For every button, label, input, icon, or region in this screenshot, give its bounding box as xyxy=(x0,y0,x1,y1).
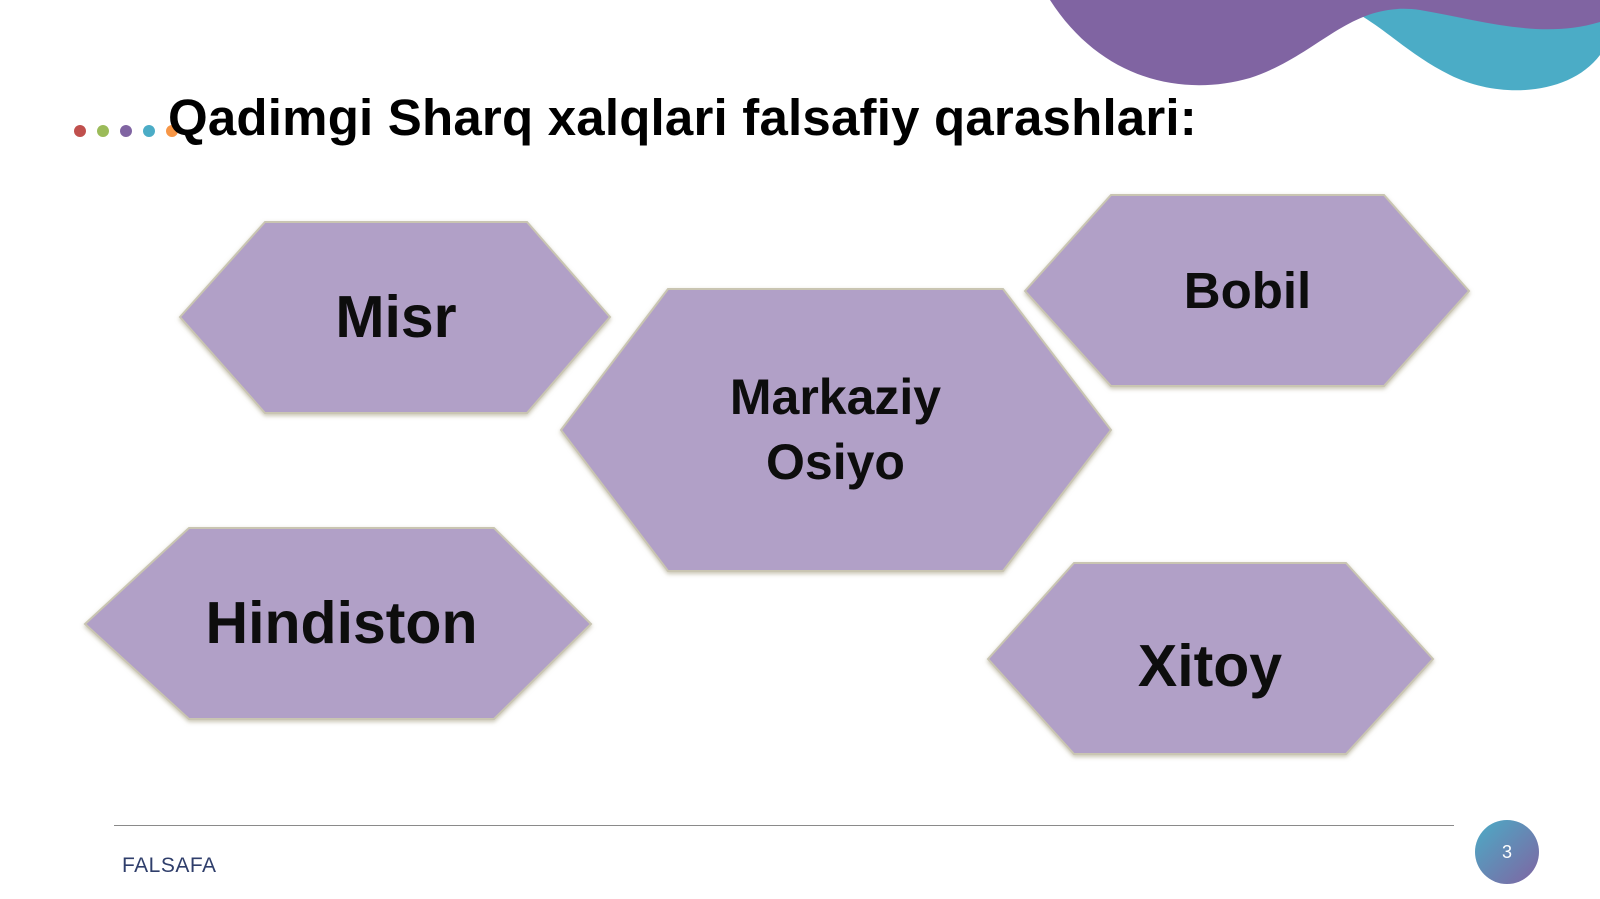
dot-teal xyxy=(143,125,155,137)
slide-title: Qadimgi Sharq xalqlari falsafiy qarashla… xyxy=(168,89,1197,146)
title-dots-decoration xyxy=(74,125,178,137)
hex-shape-hindiston xyxy=(83,527,593,720)
footer-divider xyxy=(114,825,1454,826)
hex-label-markaziy-osiyo: Markaziy Osiyo xyxy=(729,369,942,490)
dot-red xyxy=(74,125,86,137)
hex-shape-bobil xyxy=(1023,194,1471,387)
hex-shape-markaziy-osiyo xyxy=(559,288,1113,572)
dot-orange xyxy=(166,125,178,137)
hex-label-xitoy: Xitoy xyxy=(1137,632,1283,699)
purple-wave-shape xyxy=(1050,0,1600,86)
hex-label-hindiston: Hindiston xyxy=(205,590,478,657)
page-number-badge: 3 xyxy=(1475,820,1539,884)
dot-purple xyxy=(120,125,132,137)
dot-green xyxy=(97,125,109,137)
hex-label-bobil: Bobil xyxy=(1183,261,1312,319)
hex-shape-misr xyxy=(178,221,612,414)
hex-label-misr: Misr xyxy=(335,284,457,351)
hex-shape-xitoy xyxy=(986,562,1435,755)
footer-text: FALSAFA xyxy=(122,854,217,877)
